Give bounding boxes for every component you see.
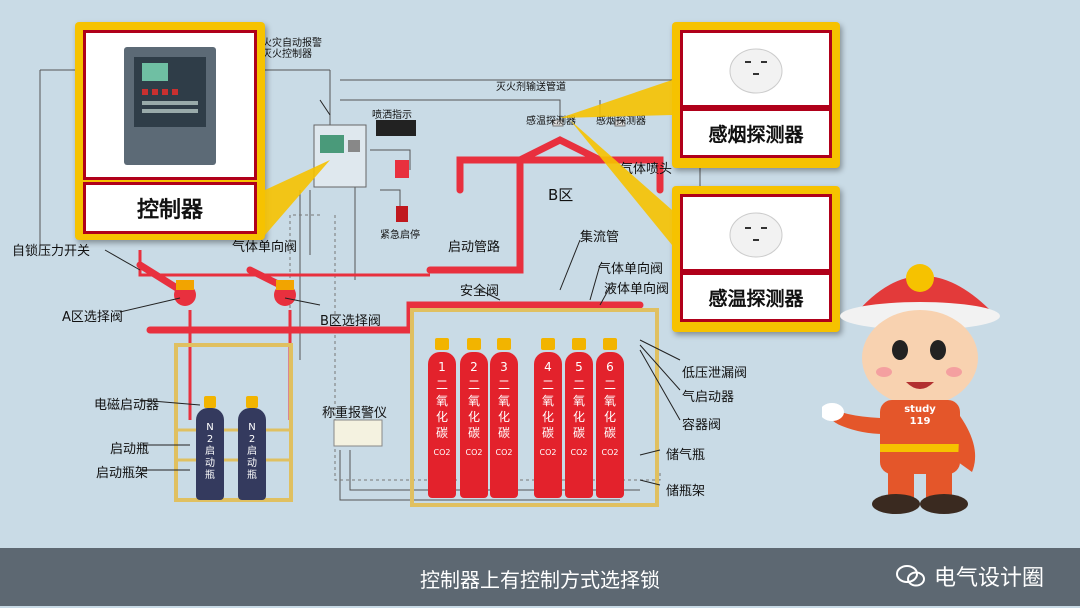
n2-bottle-valve: [204, 396, 216, 408]
label-low-pressure-vent: 低压泄漏阀: [682, 366, 748, 381]
n2-bottle-valve: [246, 396, 258, 408]
cylinder-valve: [435, 338, 449, 350]
leader-lines: [104, 99, 681, 486]
controller-callout: 控制器: [75, 22, 265, 240]
cylinder-valve: [541, 338, 555, 350]
cylinder-formula: CO2: [601, 448, 619, 457]
heat-detector-icon: [729, 212, 783, 258]
label-gas-actuator: 气启动器: [682, 390, 735, 405]
cylinder-number: 4: [544, 360, 552, 374]
thin-red-pipes: [138, 250, 430, 420]
label-gas-check-valve: 气体单向阀: [598, 262, 664, 277]
controller-caption: 控制器: [83, 182, 257, 234]
co2-cylinder: 1 二氧化碳 CO2: [428, 338, 456, 498]
cylinder-formula: CO2: [433, 448, 451, 457]
mascot-badge-number: 119: [909, 416, 931, 427]
smoke-detector-photo: [680, 30, 832, 108]
co2-cylinder: 4 二氧化碳 CO2: [534, 338, 562, 498]
label-small-detector-2: 感烟探测器: [596, 116, 646, 127]
heat-detector-caption: 感温探测器: [680, 272, 832, 322]
cylinder-label: 二氧化碳: [497, 378, 510, 440]
firefighter-mascot: study 119: [820, 248, 1012, 518]
label-start-bottle: 启动瓶: [110, 442, 150, 457]
label-weighing-alarm: 称重报警仪: [322, 406, 388, 421]
subtitle-text: 控制器上有控制方式选择锁: [420, 568, 660, 592]
n2-start-bottle: N2启动瓶: [238, 396, 266, 500]
cylinder-valve: [603, 338, 617, 350]
cylinder-number: 2: [470, 360, 478, 374]
zone-b-selector-valve: [274, 280, 296, 306]
cylinder-label: 二氧化碳: [541, 378, 554, 440]
cylinder-valve: [572, 338, 586, 350]
cylinder-formula: CO2: [570, 448, 588, 457]
label-agent-pipe: 灭火剂输送管道: [496, 82, 566, 93]
smoke-detector-callout: 感烟探测器: [672, 22, 840, 168]
spray-indicator-display: [376, 120, 416, 136]
label-zone-b: B区: [548, 186, 574, 204]
label-small-detector-1: 感温探测器: [526, 116, 576, 127]
mascot-badge-text: study: [904, 404, 936, 415]
n2-bottle-label: N2启动瓶: [247, 422, 257, 481]
watermark: 电气设计圈: [895, 560, 1044, 592]
cylinder-formula: CO2: [465, 448, 483, 457]
label-start-pipe: 启动管路: [448, 240, 501, 255]
cylinder-number: 3: [500, 360, 508, 374]
label-electro-actuator: 电磁启动器: [94, 398, 160, 413]
zone-a-selector-valve: [174, 280, 196, 306]
label-zone-a-valve: A区选择阀: [62, 310, 123, 325]
cylinder-formula: CO2: [495, 448, 513, 457]
label-storage-bottle: 储气瓶: [666, 448, 706, 463]
label-container-valve: 容器阀: [682, 418, 722, 433]
cylinder-number: 5: [575, 360, 583, 374]
label-safety-valve: 安全阀: [460, 284, 500, 299]
alarm-light: [395, 160, 409, 178]
mascot-badge: study 119: [890, 404, 950, 428]
co2-cylinder: 2 二氧化碳 CO2: [460, 338, 488, 498]
cylinder-number: 1: [438, 360, 446, 374]
cylinder-label: 二氧化碳: [603, 378, 616, 440]
label-emergency-start: 紧急启停: [380, 230, 420, 241]
cylinder-label: 二氧化碳: [435, 378, 448, 440]
label-storage-rack: 储瓶架: [666, 484, 706, 499]
co2-cylinder: 3 二氧化碳 CO2: [490, 338, 518, 498]
storage-rack: [410, 308, 659, 507]
label-start-rack: 启动瓶架: [96, 466, 149, 481]
label-pressure-switch: 自锁压力开关: [12, 244, 91, 259]
mascot-illustration: [820, 264, 1000, 514]
co2-cylinder: 5 二氧化碳 CO2: [565, 338, 593, 498]
label-check-valve-left: 气体单向阀: [232, 240, 298, 255]
label-fire-alarm-controller: 火灾自动报警 灭火控制器: [262, 38, 322, 60]
weighing-alarm-device: [333, 419, 383, 447]
label-manifold: 集流管: [580, 230, 620, 245]
heat-detector-callout: 感温探测器: [672, 186, 840, 332]
cylinder-number: 6: [606, 360, 614, 374]
controller-icon: [124, 47, 216, 165]
label-zone-b-valve: B区选择阀: [320, 314, 381, 329]
controller-photo: [83, 30, 257, 180]
watermark-text: 电气设计圈: [933, 566, 1044, 591]
start-bottle-rack: [174, 343, 293, 502]
cylinder-valve: [497, 338, 511, 350]
cylinder-label: 二氧化碳: [467, 378, 480, 440]
wechat-icon: [895, 565, 925, 587]
n2-start-bottle: N2启动瓶: [196, 396, 224, 500]
smoke-detector-icon: [729, 48, 783, 94]
n2-bottle-label: N2启动瓶: [205, 422, 215, 481]
subtitle-bar: 控制器上有控制方式选择锁 电气设计圈: [0, 548, 1080, 606]
label-spray-indicator: 喷洒指示: [372, 110, 412, 121]
cylinder-formula: CO2: [539, 448, 557, 457]
smoke-detector-caption: 感烟探测器: [680, 108, 832, 158]
cylinder-valve: [467, 338, 481, 350]
label-gas-nozzle: 气体喷头: [620, 162, 673, 177]
label-liquid-check-valve: 液体单向阀: [604, 282, 670, 297]
heat-detector-photo: [680, 194, 832, 272]
emergency-button: [396, 206, 408, 222]
cylinder-label: 二氧化碳: [572, 378, 585, 440]
co2-cylinder: 6 二氧化碳 CO2: [596, 338, 624, 498]
fire-alarm-controller-box: [313, 124, 367, 188]
